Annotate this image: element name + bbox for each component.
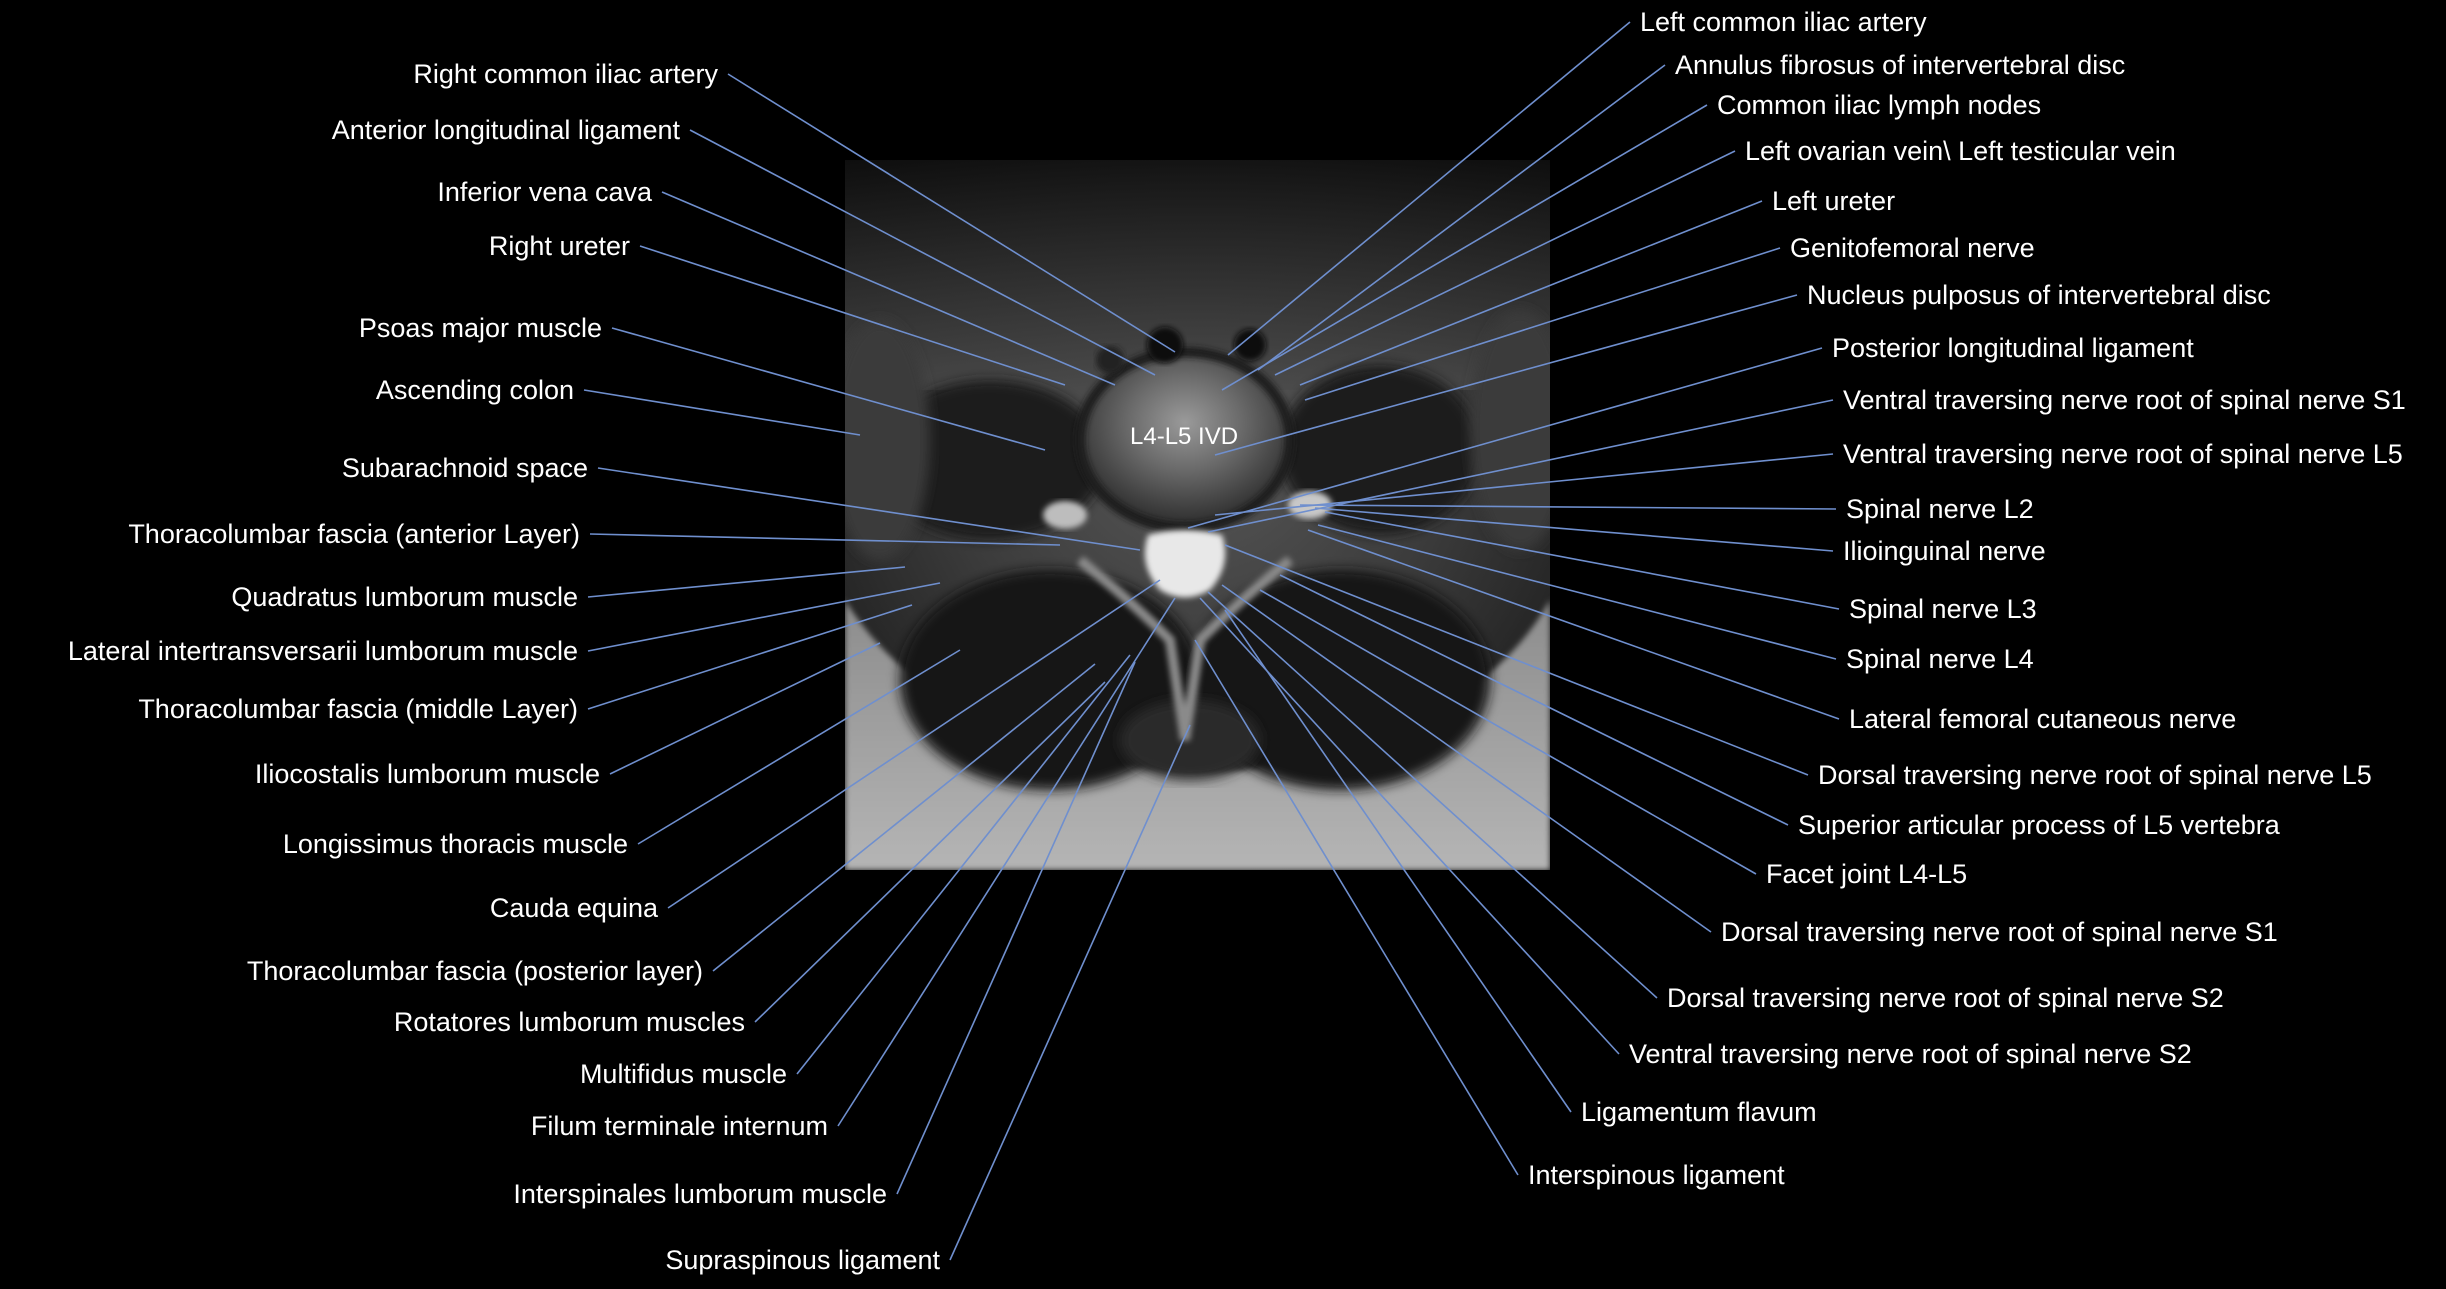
leader-line-cauda-equina: [667, 579, 1161, 909]
label-longissimus-thoracis-muscle: Longissimus thoracis muscle: [283, 829, 628, 859]
label-thoracolumbar-fascia-posterior-layer: Thoracolumbar fascia (posterior layer): [247, 956, 703, 986]
leader-line-spinal-nerve-l2: [1299, 504, 1837, 510]
label-spinal-nerve-l4: Spinal nerve L4: [1846, 644, 2034, 674]
leader-line-left-ovarian-vein-left-testicular-vein: [1274, 150, 1736, 376]
label-nucleus-pulposus-of-intervertebral-disc: Nucleus pulposus of intervertebral disc: [1807, 280, 2271, 310]
leader-line-lateral-intertransversarii-lumborum-muscle: [587, 582, 941, 652]
label-dorsal-traversing-nerve-root-of-spinal-nerve-s1: Dorsal traversing nerve root of spinal n…: [1721, 917, 2278, 947]
mri-axial-scan-image: [845, 160, 1550, 870]
leader-line-posterior-longitudinal-ligament: [1187, 347, 1823, 529]
label-dorsal-traversing-nerve-root-of-spinal-nerve-l5: Dorsal traversing nerve root of spinal n…: [1818, 760, 2372, 790]
leader-line-common-iliac-lymph-nodes: [1221, 104, 1708, 391]
label-dorsal-traversing-nerve-root-of-spinal-nerve-s2: Dorsal traversing nerve root of spinal n…: [1667, 983, 2224, 1013]
label-right-common-iliac-artery: Right common iliac artery: [413, 59, 718, 89]
disc-level-overlay-label: L4-L5 IVD: [1130, 423, 1238, 450]
label-spinal-nerve-l2: Spinal nerve L2: [1846, 494, 2034, 524]
leader-line-filum-terminale-internum: [837, 597, 1176, 1127]
label-left-common-iliac-artery: Left common iliac artery: [1640, 7, 1927, 37]
label-ascending-colon: Ascending colon: [376, 375, 574, 405]
label-facet-joint-l4-l5: Facet joint L4-L5: [1766, 859, 1967, 889]
label-lateral-femoral-cutaneous-nerve: Lateral femoral cutaneous nerve: [1849, 704, 2236, 734]
leader-line-inferior-vena-cava: [661, 191, 1116, 386]
label-thoracolumbar-fascia-middle-layer: Thoracolumbar fascia (middle Layer): [138, 694, 578, 724]
leader-line-anterior-longitudinal-ligament: [689, 129, 1156, 376]
label-interspinous-ligament: Interspinous ligament: [1528, 1160, 1785, 1190]
label-supraspinous-ligament: Supraspinous ligament: [665, 1245, 940, 1275]
label-filum-terminale-internum: Filum terminale internum: [531, 1111, 828, 1141]
leader-line-quadratus-lumborum-muscle: [587, 566, 906, 598]
label-multifidus-muscle: Multifidus muscle: [580, 1059, 787, 1089]
leader-line-superior-articular-process-of-l5-vertebra: [1279, 574, 1789, 826]
leader-line-dorsal-traversing-nerve-root-of-spinal-nerve-l5: [1224, 544, 1809, 776]
label-subarachnoid-space: Subarachnoid space: [342, 453, 588, 483]
label-interspinales-lumborum-muscle: Interspinales lumborum muscle: [513, 1179, 887, 1209]
label-spinal-nerve-l3: Spinal nerve L3: [1849, 594, 2037, 624]
leader-line-supraspinous-ligament: [949, 724, 1191, 1261]
leader-line-right-common-iliac-artery: [727, 73, 1176, 353]
label-iliocostalis-lumborum-muscle: Iliocostalis lumborum muscle: [255, 759, 600, 789]
label-ligamentum-flavum: Ligamentum flavum: [1581, 1097, 1817, 1127]
label-common-iliac-lymph-nodes: Common iliac lymph nodes: [1717, 90, 2041, 120]
leader-line-genitofemoral-nerve: [1304, 247, 1781, 401]
leader-line-multifidus-muscle: [796, 654, 1131, 1075]
label-genitofemoral-nerve: Genitofemoral nerve: [1790, 233, 2035, 263]
leader-line-thoracolumbar-fascia-middle-layer: [587, 604, 913, 710]
leader-line-interspinous-ligament: [1194, 639, 1519, 1176]
leader-line-ventral-traversing-nerve-root-of-spinal-nerve-s1: [1207, 399, 1834, 533]
label-quadratus-lumborum-muscle: Quadratus lumborum muscle: [231, 582, 578, 612]
leader-lines: [583, 21, 1840, 1261]
label-thoracolumbar-fascia-anterior-layer: Thoracolumbar fascia (anterior Layer): [128, 519, 580, 549]
leader-line-thoracolumbar-fascia-posterior-layer: [712, 663, 1096, 972]
leader-line-longissimus-thoracis-muscle: [637, 649, 961, 845]
leader-line-spinal-nerve-l3: [1324, 511, 1840, 610]
leader-line-left-common-iliac-artery: [1227, 21, 1631, 356]
leader-line-iliocostalis-lumborum-muscle: [609, 642, 881, 775]
leader-line-rotatores-lumborum-muscles: [754, 681, 1106, 1023]
label-annulus-fibrosus-of-intervertebral-disc: Annulus fibrosus of intervertebral disc: [1675, 50, 2125, 80]
label-ventral-traversing-nerve-root-of-spinal-nerve-s2: Ventral traversing nerve root of spinal …: [1629, 1039, 2192, 1069]
label-left-ureter: Left ureter: [1772, 186, 1895, 216]
label-cauda-equina: Cauda equina: [490, 893, 659, 923]
label-anterior-longitudinal-ligament: Anterior longitudinal ligament: [332, 115, 681, 145]
leader-line-thoracolumbar-fascia-anterior-layer: [589, 533, 1061, 546]
label-left-ovarian-vein-left-testicular-vein: Left ovarian vein\ Left testicular vein: [1745, 136, 2176, 166]
label-posterior-longitudinal-ligament: Posterior longitudinal ligament: [1832, 333, 2194, 363]
label-inferior-vena-cava: Inferior vena cava: [437, 177, 653, 207]
leader-line-spinal-nerve-l4: [1317, 524, 1837, 660]
label-superior-articular-process-of-l5-vertebra: Superior articular process of L5 vertebr…: [1798, 810, 2281, 840]
leader-line-dorsal-traversing-nerve-root-of-spinal-nerve-s1: [1221, 584, 1712, 933]
leader-line-psoas-major-muscle: [611, 327, 1046, 451]
label-ilioinguinal-nerve: Ilioinguinal nerve: [1843, 536, 2046, 566]
leader-line-nucleus-pulposus-of-intervertebral-disc: [1214, 294, 1798, 456]
label-psoas-major-muscle: Psoas major muscle: [359, 313, 602, 343]
leader-line-subarachnoid-space: [597, 467, 1141, 551]
leader-line-right-ureter: [639, 245, 1066, 386]
label-right-ureter: Right ureter: [489, 231, 630, 261]
leader-line-annulus-fibrosus-of-intervertebral-disc: [1257, 64, 1666, 371]
leader-line-dorsal-traversing-nerve-root-of-spinal-nerve-s2: [1207, 591, 1658, 999]
leader-line-left-ureter: [1299, 200, 1763, 386]
label-rotatores-lumborum-muscles: Rotatores lumborum muscles: [394, 1007, 745, 1037]
leader-line-ilioinguinal-nerve: [1314, 507, 1834, 552]
label-lateral-intertransversarii-lumborum-muscle: Lateral intertransversarii lumborum musc…: [68, 636, 578, 666]
leader-line-facet-joint-l4-l5: [1259, 589, 1757, 875]
leader-line-interspinales-lumborum-muscle: [896, 661, 1136, 1195]
label-ventral-traversing-nerve-root-of-spinal-nerve-s1: Ventral traversing nerve root of spinal …: [1843, 385, 2406, 415]
leader-line-lateral-femoral-cutaneous-nerve: [1307, 529, 1840, 720]
leader-line-ligamentum-flavum: [1224, 609, 1572, 1113]
label-ventral-traversing-nerve-root-of-spinal-nerve-l5: Ventral traversing nerve root of spinal …: [1843, 439, 2403, 469]
leader-line-ascending-colon: [583, 389, 861, 436]
